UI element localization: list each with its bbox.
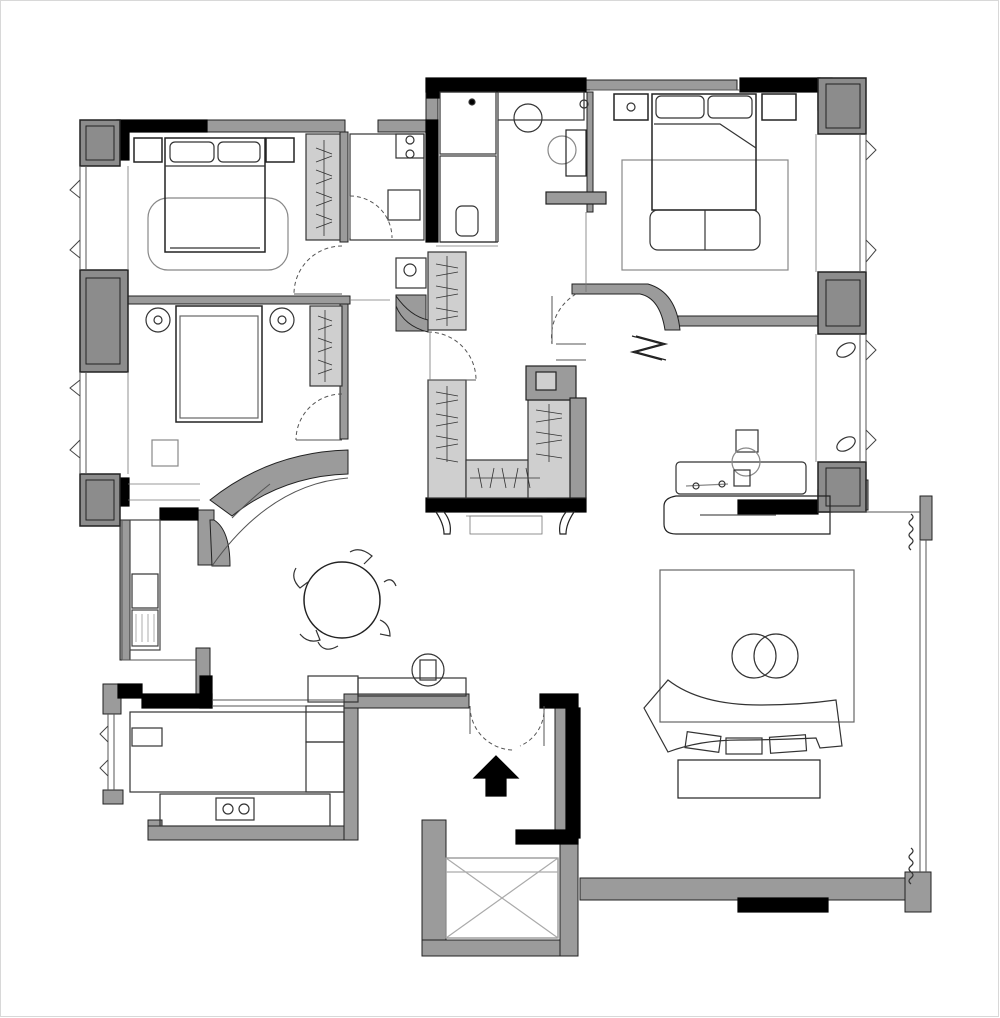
sliding-door-m: [629, 335, 669, 361]
window-sashes: [69, 139, 877, 777]
kitchen: [129, 675, 359, 827]
window-ovals: [836, 342, 856, 452]
hanger-marks: [315, 140, 563, 489]
living-room: [643, 569, 855, 799]
study: [663, 429, 831, 535]
foyer: [357, 653, 559, 939]
partition-walls: [102, 79, 933, 957]
bathroom-master: [439, 91, 607, 243]
wardrobe-feet: [434, 511, 576, 535]
bedroom-top-left: [133, 137, 295, 271]
interior-lines: [127, 134, 817, 535]
door-leaves: [294, 196, 586, 746]
entrance-arrow-icon: [472, 755, 520, 797]
curtain: [908, 513, 914, 885]
bathroom-small: [349, 133, 427, 289]
windows: [79, 89, 927, 872]
kitchen-galley: [129, 519, 161, 651]
dining-table: [293, 549, 397, 650]
curved-walls: [209, 283, 681, 567]
master-bedroom: [613, 93, 797, 271]
bedroom-middle-left: [145, 305, 295, 467]
